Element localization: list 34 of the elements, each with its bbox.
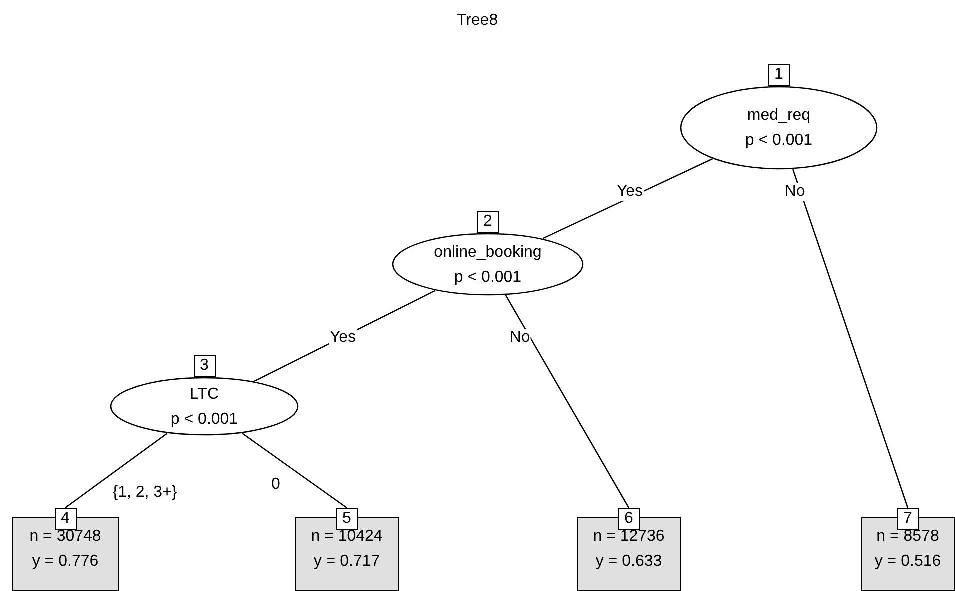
branch-line — [242, 433, 348, 509]
split-node — [392, 211, 584, 296]
node-text: n = 10424 — [310, 527, 384, 547]
edge-label: Yes — [616, 183, 644, 201]
branch-line — [65, 433, 168, 509]
node-number: 6 — [618, 508, 640, 530]
node-text: y = 0.717 — [312, 552, 382, 572]
node-text: p < 0.001 — [744, 131, 814, 151]
node-text: n = 12736 — [592, 527, 666, 547]
node-text: n = 30748 — [28, 527, 102, 547]
chart-title: Tree8 — [456, 12, 500, 30]
node-text: p < 0.001 — [453, 268, 523, 288]
split-node — [110, 355, 299, 436]
node-text: n = 8578 — [876, 527, 940, 547]
node-text: p < 0.001 — [170, 410, 240, 430]
node-text: y = 0.776 — [31, 552, 100, 572]
node-number: 3 — [194, 355, 216, 377]
node-text: y = 0.633 — [594, 552, 664, 572]
edge-label: No — [784, 183, 806, 201]
branch-line — [542, 158, 713, 240]
branch-line — [792, 169, 909, 508]
split-node — [680, 64, 878, 170]
node-number: 4 — [54, 508, 76, 530]
node-number: 2 — [477, 211, 499, 233]
edge-label: Yes — [328, 329, 358, 347]
edge-label: {1, 2, 3+} — [112, 484, 178, 502]
branch-line — [505, 295, 630, 508]
node-number: 5 — [336, 508, 358, 530]
node-text: y = 0.516 — [874, 552, 942, 572]
node-text: med_req — [746, 106, 812, 126]
node-number: 7 — [897, 508, 919, 530]
node-text: online_booking — [433, 242, 543, 262]
node-number: 1 — [768, 64, 790, 86]
node-text: LTC — [188, 384, 220, 404]
